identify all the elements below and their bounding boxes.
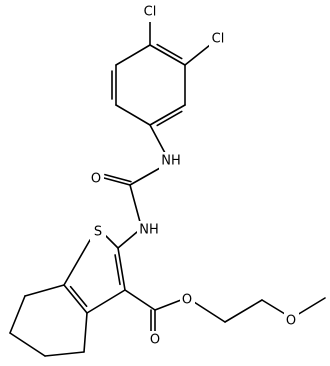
bond-urea-co xyxy=(103,177,131,186)
bond-c3a-c7a-inner xyxy=(69,285,88,308)
bond-cy-2 xyxy=(9,295,26,334)
bond-o-me xyxy=(296,297,326,316)
bond-nh-carbonyl xyxy=(129,167,161,186)
atom-nh-lower: NH xyxy=(139,223,159,238)
bond-c2-c3 xyxy=(117,247,126,291)
bond-c3a-c7a xyxy=(63,284,88,314)
bond-ch2-ch2 xyxy=(224,299,263,323)
bond-carbonyl-nh xyxy=(129,184,141,223)
bond-c2-c3-inner xyxy=(114,254,121,286)
bond-ring-3 xyxy=(149,104,186,126)
bond-ring-4 xyxy=(115,104,151,126)
bond-ring-1 xyxy=(149,44,186,66)
atom-nh-upper: NH xyxy=(161,154,181,169)
bond-cy-1 xyxy=(24,284,65,297)
bond-cy-4 xyxy=(44,351,85,357)
bond-c-cl-right xyxy=(184,44,211,66)
bond-c7a-s xyxy=(63,239,91,286)
bond-s-c2 xyxy=(105,235,119,249)
bond-c3-c3a xyxy=(86,289,126,314)
atom-o-ester: O xyxy=(182,293,192,308)
atom-o-urea: O xyxy=(91,172,101,187)
bond-c3-ester xyxy=(124,289,156,311)
bond-ring-6 xyxy=(115,44,151,66)
bond-nh-thiophene xyxy=(117,231,138,249)
bond-urea-co-inner xyxy=(104,173,132,183)
bond-ring-3-inner xyxy=(156,110,183,127)
bond-cy-3 xyxy=(9,332,46,357)
bond-ester-o xyxy=(154,299,182,311)
atom-o-methoxy: O xyxy=(286,314,296,329)
bond-aryl-nh xyxy=(149,124,166,154)
bond-ch2-o xyxy=(261,299,286,315)
atom-o-carbonyl: O xyxy=(150,333,160,348)
bonds xyxy=(9,19,326,357)
atom-cl-top: Cl xyxy=(144,5,157,20)
atom-cl-right: Cl xyxy=(212,32,225,47)
atom-s-ring: S xyxy=(94,225,102,240)
bond-ring-1-inner xyxy=(156,43,183,60)
bond-o-ch2 xyxy=(193,301,226,323)
atom-labels: Cl Cl NH O NH S O O O xyxy=(89,4,299,349)
bond-cy-5 xyxy=(83,312,88,353)
